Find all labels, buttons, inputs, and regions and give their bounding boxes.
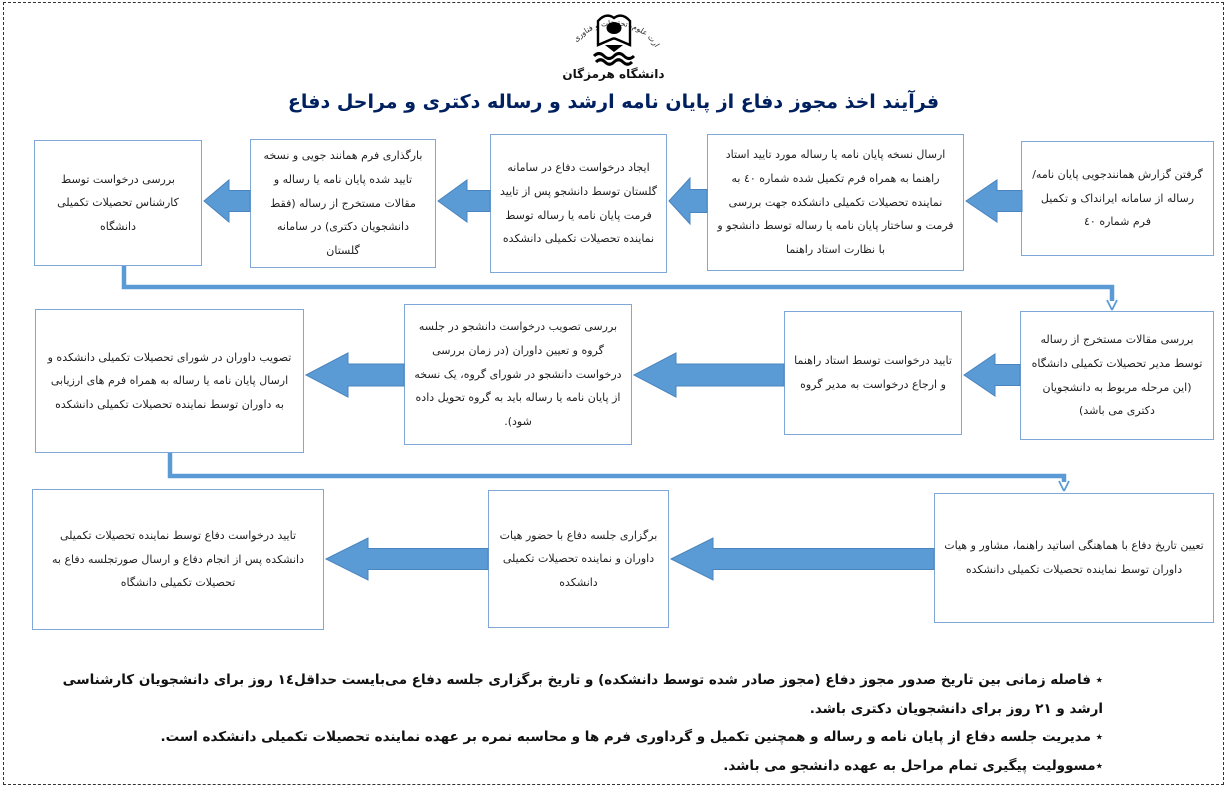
- left-arrow-step4-to-step5: [203, 178, 251, 224]
- flow-step-3-text: ایجاد درخواست دفاع در سامانه گلستان توسط…: [500, 161, 657, 246]
- left-arrow-step3-to-step4: [437, 179, 491, 223]
- flow-step-11-text: برگزاری جلسه دفاع با حضور هیات داوران و …: [499, 528, 658, 589]
- flow-step-8-text: بررسی تصویب درخواست دانشجو در جلسه گروه …: [414, 320, 622, 428]
- flow-step-9-text: تصویب داوران در شورای تحصیلات تکمیلی دان…: [47, 350, 292, 411]
- flow-step-1: گرفتن گزارش همانندجویی پایان نامه/ رساله…: [1021, 141, 1214, 256]
- university-name: دانشگاه هرمزگان: [562, 67, 665, 81]
- down-arrowhead-row2: [1106, 299, 1118, 311]
- flow-step-10-text: تعیین تاریخ دفاع با هماهنگی اساتید راهنم…: [944, 539, 1204, 576]
- left-arrow-step6-to-step7: [963, 353, 1021, 397]
- flow-step-7-text: تایید درخواست توسط استاد راهنما و ارجاع …: [794, 354, 952, 391]
- flow-step-10: تعیین تاریخ دفاع با هماهنگی اساتید راهنم…: [934, 493, 1214, 623]
- left-arrow-step7-to-step8: [632, 352, 785, 398]
- left-arrow-step11-to-step12: [324, 537, 489, 581]
- flow-step-3: ایجاد درخواست دفاع در سامانه گلستان توسط…: [490, 134, 667, 273]
- university-logo: وزارت علوم، تحقیقات و فناوری دانشگاه هرم…: [4, 0, 1223, 81]
- left-arrow-step10-to-step11: [669, 537, 935, 581]
- book-wave-symbol: [592, 14, 635, 66]
- note-defense-interval: ٭ فاصله زمانی بین تاریخ صدور مجوز دفاع (…: [62, 672, 1103, 717]
- flow-step-4-text: بارگذاری فرم همانند جویی و نسخه تایید شد…: [263, 149, 423, 257]
- flow-step-4: بارگذاری فرم همانند جویی و نسخه تایید شد…: [250, 139, 436, 268]
- down-arrowhead-row3: [1058, 480, 1070, 492]
- flow-step-2: ارسال نسخه پایان نامه یا رساله مورد تایی…: [707, 134, 964, 271]
- flow-step-8: بررسی تصویب درخواست دانشجو در جلسه گروه …: [404, 304, 632, 445]
- flow-step-12: تایید درخواست دفاع توسط نماینده تحصیلات …: [32, 489, 324, 630]
- page-title: فرآیند اخذ مجوز دفاع از پایان نامه ارشد …: [287, 91, 940, 113]
- footer-notes: ٭ فاصله زمانی بین تاریخ صدور مجوز دفاع (…: [44, 666, 1103, 780]
- left-arrow-step8-to-step9: [304, 352, 405, 398]
- flow-step-6: بررسی مقالات مستخرج از رساله توسط مدیر ت…: [1020, 311, 1214, 440]
- left-arrow-step1-to-step2: [965, 179, 1023, 223]
- flow-step-12-text: تایید درخواست دفاع توسط نماینده تحصیلات …: [52, 529, 304, 590]
- flow-step-7: تایید درخواست توسط استاد راهنما و ارجاع …: [784, 311, 962, 435]
- note-student-responsibility: ٭مسوولیت پیگیری تمام مراحل به عهده دانشج…: [723, 757, 1103, 774]
- flow-step-1-text: گرفتن گزارش همانندجویی پایان نامه/ رساله…: [1032, 168, 1203, 229]
- left-arrow-step2-to-step3: [668, 176, 708, 226]
- elbow-connector-row2-to-row3: [167, 453, 1067, 482]
- flow-step-9: تصویب داوران در شورای تحصیلات تکمیلی دان…: [35, 309, 304, 453]
- flow-step-2-text: ارسال نسخه پایان نامه یا رساله مورد تایی…: [717, 148, 954, 256]
- flow-step-5: بررسی درخواست توسط کارشناس تحصیلات تکمیل…: [34, 140, 202, 266]
- flow-step-11: برگزاری جلسه دفاع با حضور هیات داوران و …: [488, 490, 669, 628]
- university-logo-emblem: وزارت علوم، تحقیقات و فناوری: [531, 0, 661, 66]
- note-session-management: ٭ مدیریت جلسه دفاع از پایان نامه و رساله…: [160, 729, 1103, 745]
- page-frame: وزارت علوم، تحقیقات و فناوری دانشگاه هرم…: [3, 0, 1224, 785]
- flow-step-6-text: بررسی مقالات مستخرج از رساله توسط مدیر ت…: [1031, 333, 1203, 418]
- flow-step-5-text: بررسی درخواست توسط کارشناس تحصیلات تکمیل…: [57, 172, 179, 233]
